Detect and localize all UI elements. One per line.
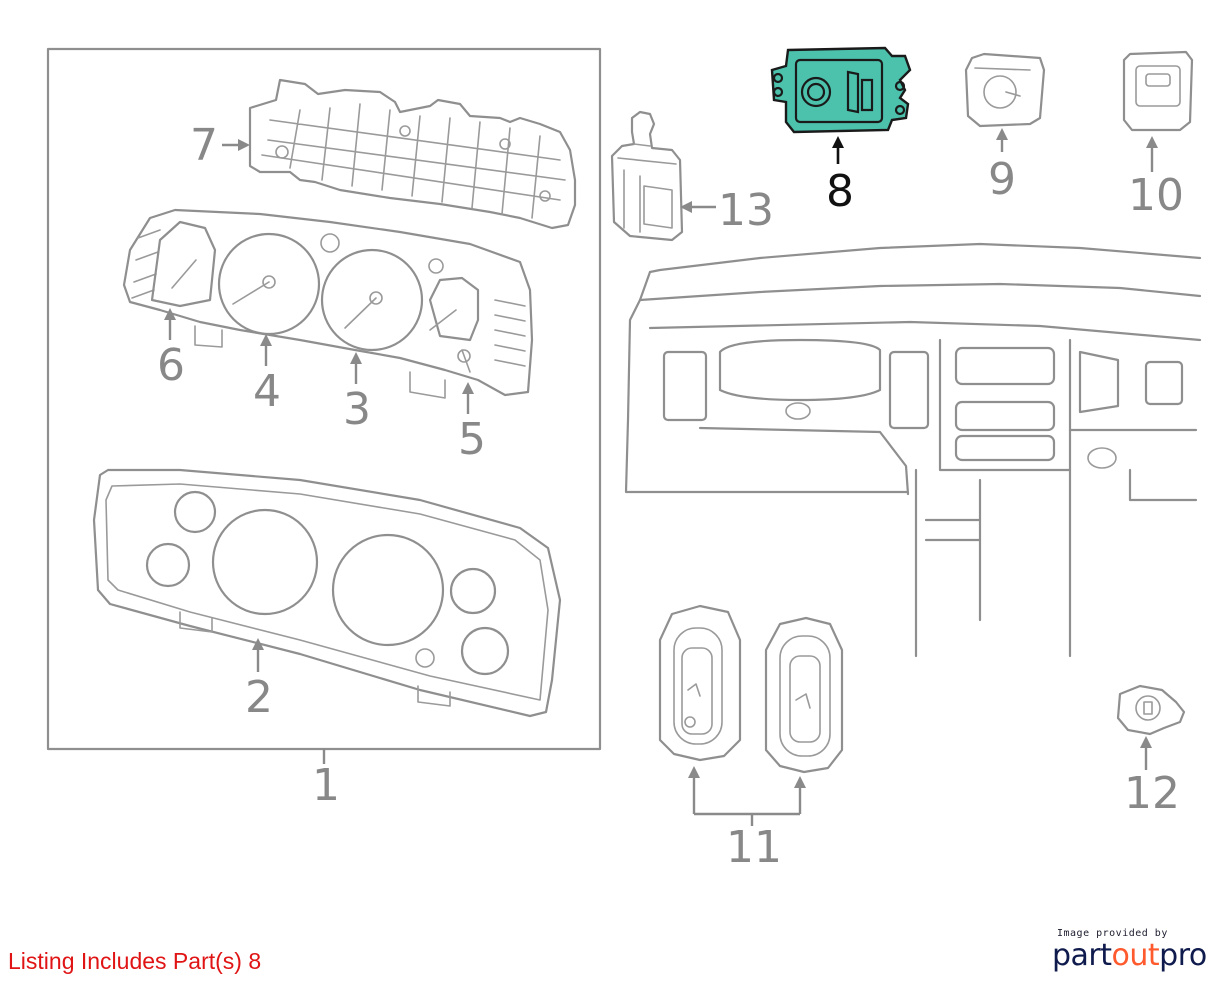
partoutpro-logo: partoutpro <box>1052 939 1212 972</box>
callout-8-pointer <box>832 136 844 164</box>
callout-2-label: 2 <box>245 672 273 723</box>
logo-out-text: out <box>1111 938 1160 973</box>
callout-4-pointer <box>260 334 272 366</box>
part-3-tachometer <box>320 248 424 352</box>
part-2-cluster-lens <box>92 468 562 718</box>
part-7-cluster-housing <box>248 78 577 230</box>
dashboard-outline <box>624 242 1202 658</box>
callout-10-label: 10 <box>1128 170 1184 221</box>
callout-11-label: 11 <box>726 822 782 873</box>
callout-7-pointer <box>222 139 250 151</box>
callout-6-label: 6 <box>157 340 185 391</box>
callout-3-label: 3 <box>343 384 371 435</box>
callout-9-pointer <box>996 128 1008 152</box>
provider-credit: Image provided by partoutpro <box>1052 928 1212 972</box>
callout-11-pointer <box>688 766 806 826</box>
callout-5-pointer <box>462 382 474 414</box>
callout-4-label: 4 <box>253 366 281 417</box>
callout-8-label: 8 <box>826 166 854 217</box>
callout-13-pointer <box>680 201 716 213</box>
callout-13-label: 13 <box>718 185 774 236</box>
part-10-switch-bezel <box>1122 50 1194 132</box>
part-12-ignition-lock <box>1116 684 1186 736</box>
callout-1-label: 1 <box>312 760 340 811</box>
part-8-headlamp-switch <box>770 46 912 134</box>
part-6-small-gauge <box>150 220 217 308</box>
callout-5-label: 5 <box>458 414 486 465</box>
callout-10-pointer <box>1146 136 1158 172</box>
provider-caption: Image provided by <box>1057 928 1168 939</box>
callout-12-label: 12 <box>1124 768 1180 819</box>
part-4-speedometer <box>217 232 321 336</box>
callout-3-pointer <box>350 352 362 384</box>
logo-part-text: part <box>1052 938 1112 973</box>
part-11-switch-bezels <box>658 604 844 774</box>
part-9-dimmer-switch <box>964 52 1046 128</box>
callout-9-label: 9 <box>988 154 1016 205</box>
callout-7-label: 7 <box>190 120 218 171</box>
logo-pro-text: pro <box>1159 938 1207 973</box>
callout-6-pointer <box>164 308 176 340</box>
gauge-cluster <box>122 208 534 399</box>
part-13-switch <box>610 110 684 242</box>
callout-2-pointer <box>252 638 264 672</box>
callout-12-pointer <box>1140 736 1152 770</box>
listing-note: Listing Includes Part(s) 8 <box>8 948 262 974</box>
part-5-aux-gauge <box>428 276 480 373</box>
